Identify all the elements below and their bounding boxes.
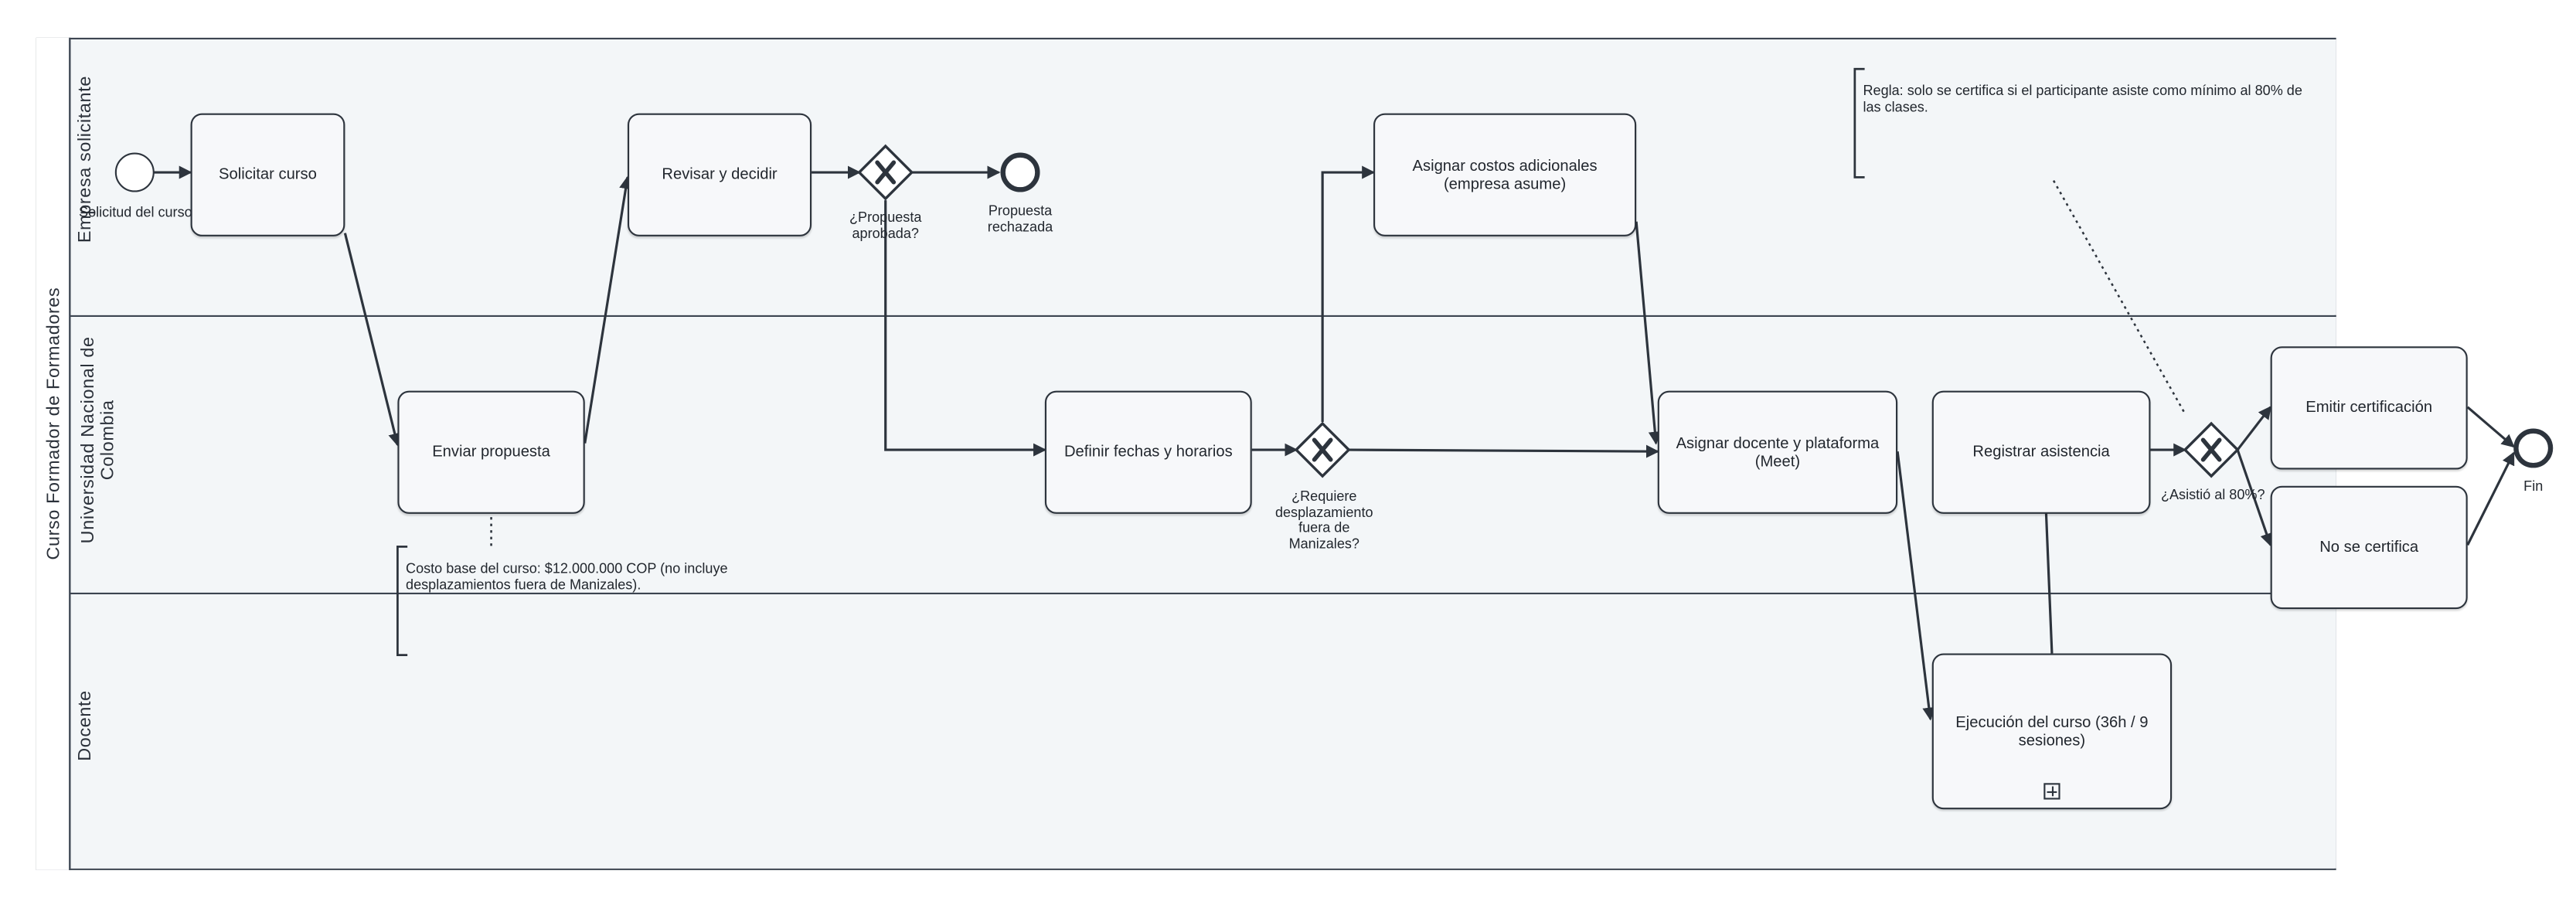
flow-docente-to-ejecucion: [1896, 451, 1936, 721]
flow-enviar-to-revisar: [584, 175, 633, 444]
lane-separator: [70, 592, 2336, 595]
task-registrar-asistencia[interactable]: Registrar asistencia: [1931, 390, 2151, 514]
end-event-rejected[interactable]: [1000, 152, 1040, 192]
task-enviar-propuesta[interactable]: Enviar propuesta: [397, 390, 585, 514]
task-asignar-docente[interactable]: Asignar docente y plataforma (Meet): [1657, 390, 1898, 514]
annotation-bracket-costo: [396, 546, 408, 656]
lane-label-column-border: [69, 37, 71, 870]
task-no-certifica[interactable]: No se certifica: [2270, 485, 2468, 610]
subprocess-ejecucion-label: Ejecución del curso (36h / 9 sesiones): [1955, 713, 2149, 750]
start-event[interactable]: [114, 152, 155, 192]
flow-costos-to-docente: [1635, 221, 1662, 445]
annotation-regla-certificacion: Regla: solo se certifica si el participa…: [1863, 82, 2302, 115]
flow-nocertifica-to-end: [2466, 451, 2515, 546]
gateway-asistio-label: ¿Asistió al 80%?: [2160, 487, 2265, 503]
flow-solicitar-to-enviar: [343, 233, 402, 447]
subprocess-expand-icon[interactable]: [2043, 783, 2060, 800]
gateway-desplazamiento-x-icon: [1312, 437, 1333, 462]
gateway-aprobada-x-icon: [875, 160, 897, 185]
start-event-label: Solicitud del curso: [79, 205, 191, 220]
subprocess-ejecucion-curso[interactable]: Ejecución del curso (36h / 9 sesiones): [1931, 653, 2173, 810]
end-event-label: Fin: [2523, 478, 2544, 495]
lane-empresa[interactable]: [70, 39, 2336, 315]
annotation-costo-base: Costo base del curso: $12.000.000 COP (n…: [406, 560, 728, 593]
task-asignar-costos[interactable]: Asignar costos adicionales (empresa asum…: [1373, 113, 1637, 236]
flow-gw2-to-docente: [1349, 444, 1659, 458]
flow-gw1-to-definir: [884, 200, 1047, 457]
task-revisar-decidir[interactable]: Revisar y decidir: [627, 113, 812, 236]
association-regla-note: [2052, 180, 2186, 414]
flow-emitir-to-end: [2466, 406, 2515, 448]
gateway-desplazamiento-label: ¿Requiere desplazamiento fuera de Maniza…: [1274, 487, 1373, 551]
end-event-rejected-label: Propuesta rechazada: [987, 202, 1053, 234]
task-definir-fechas[interactable]: Definir fechas y horarios: [1044, 390, 1252, 514]
lane-separator: [70, 315, 2336, 317]
task-emitir-certificacion[interactable]: Emitir certificación: [2270, 346, 2468, 470]
end-event[interactable]: [2513, 428, 2554, 468]
flow-gw2-to-costos: [1321, 165, 1376, 422]
flow-gw3-to-emitir: [2236, 406, 2271, 451]
gateway-aprobada-label: ¿Propuesta aprobada?: [849, 208, 922, 241]
task-solicitar-curso[interactable]: Solicitar curso: [190, 113, 345, 236]
annotation-bracket-regla: [1853, 67, 1865, 179]
flow-gw3-to-nocertifica: [2236, 449, 2273, 547]
gateway-asistio-x-icon: [2200, 437, 2222, 462]
